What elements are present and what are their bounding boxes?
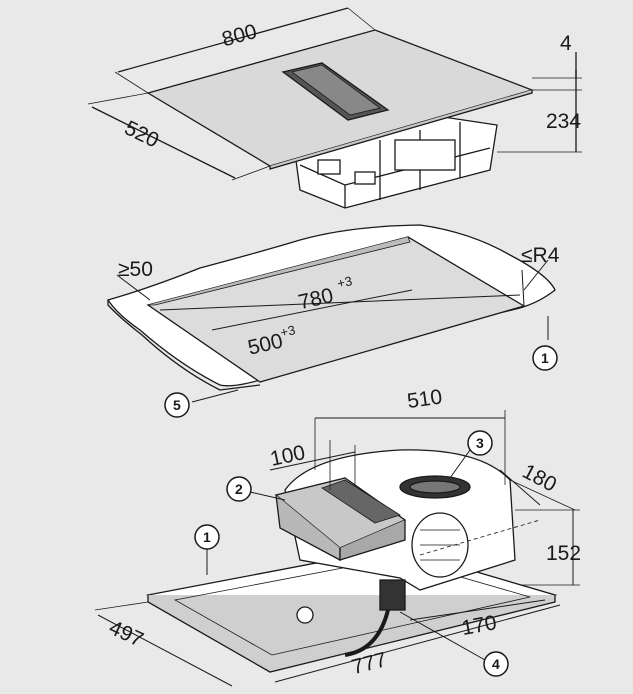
svg-text:3: 3 xyxy=(476,435,484,451)
hob-underside-view xyxy=(94,410,580,687)
dim-depth-520: 520 xyxy=(121,116,163,152)
dim-width-510: 510 xyxy=(406,385,444,413)
dim-height-234: 234 xyxy=(546,110,581,133)
dim-width-800: 800 xyxy=(220,20,260,51)
svg-text:5: 5 xyxy=(173,397,181,413)
worktop-cutout-view xyxy=(106,224,556,403)
svg-text:2: 2 xyxy=(235,481,243,497)
dim-edge-gap: ≥50 xyxy=(118,258,153,281)
dim-cut-width-tol: +3 xyxy=(279,322,297,340)
svg-text:1: 1 xyxy=(203,529,211,545)
dim-glass-thickness: 4 xyxy=(560,32,572,55)
dim-corner-radius: ≤R4 xyxy=(521,244,560,267)
callout-3: 3 xyxy=(449,430,493,479)
callout-4: 4 xyxy=(399,611,509,677)
power-module xyxy=(379,579,406,611)
dim-height-152: 152 xyxy=(546,542,581,565)
callout-1-top: 1 xyxy=(532,345,558,371)
svg-text:4: 4 xyxy=(492,656,500,672)
dim-offset-100: 100 xyxy=(268,441,307,471)
svg-text:1: 1 xyxy=(541,350,549,366)
hob-top-view xyxy=(87,7,582,209)
dim-offset-170: 170 xyxy=(460,611,499,640)
power-cable xyxy=(344,609,390,657)
dim-cut-length-tol: +3 xyxy=(336,273,354,291)
callout-2: 2 xyxy=(226,476,286,502)
dim-depth-497: 497 xyxy=(105,616,146,652)
callout-5: 5 xyxy=(164,392,190,418)
callout-1-bottom: 1 xyxy=(194,524,220,575)
